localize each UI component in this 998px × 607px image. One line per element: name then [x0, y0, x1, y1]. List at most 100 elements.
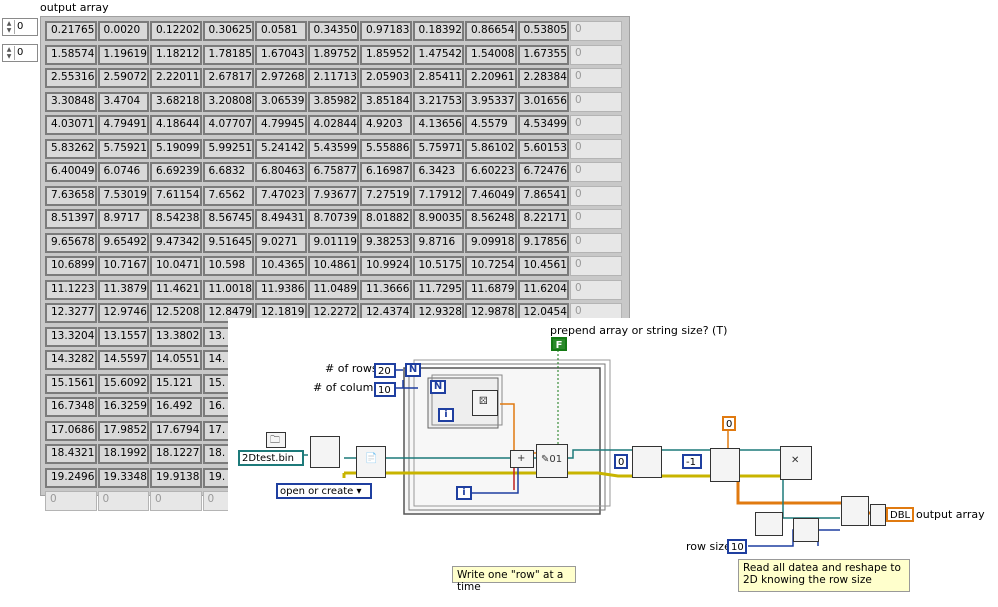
file-constant-icon[interactable]: 🗀	[266, 432, 286, 448]
neg-one-constant[interactable]: -1	[682, 454, 702, 469]
reshape-array-icon[interactable]	[841, 496, 869, 526]
array-cell[interactable]: 4.07707	[202, 115, 254, 135]
array-cell[interactable]: 0.34350	[307, 21, 359, 41]
array-cell[interactable]: 11.3879	[97, 279, 149, 300]
array-cell[interactable]: 5.19099	[150, 138, 202, 159]
array-cell[interactable]: 9.17856	[517, 232, 569, 253]
array-size-icon[interactable]	[755, 512, 783, 536]
array-cell[interactable]: 0.86654	[465, 21, 517, 41]
array-cell[interactable]: 11.9386	[255, 279, 307, 300]
array-cell[interactable]: 8.22171	[517, 209, 569, 229]
array-cell[interactable]: 8.54238	[150, 209, 202, 229]
array-empty-cell[interactable]: 0	[570, 138, 622, 159]
array-cell[interactable]: 3.06539	[255, 91, 307, 112]
array-cell[interactable]: 7.61154	[150, 185, 202, 206]
add-function-icon[interactable]: +	[510, 450, 534, 468]
array-cell[interactable]: 10.4861	[307, 256, 359, 276]
zero-constant[interactable]: 0	[614, 454, 628, 469]
array-cell[interactable]: 19.9138	[150, 467, 202, 488]
array-cell[interactable]: 4.9203	[360, 115, 412, 135]
row-index-control[interactable]: ▲▼ 0	[2, 18, 38, 36]
array-cell[interactable]: 11.0018	[202, 279, 254, 300]
array-cell[interactable]: 6.75877	[307, 162, 359, 182]
array-empty-cell[interactable]: 0	[570, 44, 622, 65]
array-empty-cell[interactable]: 0	[570, 185, 622, 206]
array-cell[interactable]: 3.30848	[45, 91, 97, 112]
dbl-indicator[interactable]: DBL	[886, 507, 914, 522]
array-cell[interactable]: 4.53499	[517, 115, 569, 135]
array-cell[interactable]: 9.51645	[202, 232, 254, 253]
array-cell[interactable]: 9.09918	[465, 232, 517, 253]
array-cell[interactable]: 0.21765	[45, 21, 97, 41]
array-cell[interactable]: 11.1223	[45, 279, 97, 300]
array-cell[interactable]: 17.0686	[45, 420, 97, 441]
array-cell[interactable]: 9.38253	[360, 232, 412, 253]
array-cell[interactable]: 4.13656	[412, 115, 464, 135]
close-file-icon[interactable]: ✕	[780, 446, 812, 480]
rows-constant[interactable]: 20	[374, 363, 396, 378]
array-cell[interactable]: 12.5208	[150, 303, 202, 323]
array-cell[interactable]: 1.89752	[307, 44, 359, 65]
array-cell[interactable]: 5.60153	[517, 138, 569, 159]
array-cell[interactable]: 5.75921	[97, 138, 149, 159]
array-cell[interactable]: 9.8716	[412, 232, 464, 253]
array-cell[interactable]: 0.0020	[97, 21, 149, 41]
array-cell[interactable]: 0.97183	[360, 21, 412, 41]
array-cell[interactable]: 15.1561	[45, 373, 97, 394]
array-cell[interactable]: 8.56745	[202, 209, 254, 229]
array-cell[interactable]: 9.47342	[150, 232, 202, 253]
array-cell[interactable]: 12.3277	[45, 303, 97, 323]
array-cell[interactable]: 3.4704	[97, 91, 149, 112]
array-cell[interactable]: 7.27519	[360, 185, 412, 206]
array-cell[interactable]: 0.53805	[517, 21, 569, 41]
array-cell[interactable]: 11.7295	[412, 279, 464, 300]
array-cell[interactable]: 1.47542	[412, 44, 464, 65]
spinner-icon[interactable]: ▲▼	[4, 46, 15, 60]
array-cell[interactable]: 3.68218	[150, 91, 202, 112]
array-empty-cell[interactable]: 0	[150, 491, 202, 511]
array-empty-cell[interactable]: 0	[570, 256, 622, 276]
array-cell[interactable]: 13.3204	[45, 326, 97, 347]
array-cell[interactable]: 1.67043	[255, 44, 307, 65]
random-number-icon[interactable]: ⚄	[472, 390, 498, 416]
build-path-icon[interactable]	[310, 436, 340, 468]
array-cell[interactable]: 0.12202	[150, 21, 202, 41]
array-cell[interactable]: 7.86541	[517, 185, 569, 206]
array-cell[interactable]: 10.0471	[150, 256, 202, 276]
array-cell[interactable]: 1.19619	[97, 44, 149, 65]
open-file-icon[interactable]: 📄	[356, 446, 386, 478]
array-cell[interactable]: 3.21753	[412, 91, 464, 112]
array-cell[interactable]: 10.4561	[517, 256, 569, 276]
array-cell[interactable]: 9.0271	[255, 232, 307, 253]
array-cell[interactable]: 8.49431	[255, 209, 307, 229]
spinner-icon[interactable]: ▲▼	[4, 20, 15, 34]
array-cell[interactable]: 4.79491	[97, 115, 149, 135]
array-cell[interactable]: 8.70739	[307, 209, 359, 229]
array-cell[interactable]: 15.6092	[97, 373, 149, 394]
array-cell[interactable]: 1.78185	[202, 44, 254, 65]
array-cell[interactable]: 16.7348	[45, 397, 97, 417]
array-cell[interactable]: 7.47023	[255, 185, 307, 206]
array-cell[interactable]: 2.11713	[307, 68, 359, 88]
array-cell[interactable]: 6.16987	[360, 162, 412, 182]
array-cell[interactable]: 19.2496	[45, 467, 97, 488]
array-cell[interactable]: 16.3259	[97, 397, 149, 417]
array-cell[interactable]: 10.6899	[45, 256, 97, 276]
array-cell[interactable]: 8.90035	[412, 209, 464, 229]
prepend-constant[interactable]: F	[551, 337, 567, 351]
i-terminal[interactable]: i	[456, 486, 472, 500]
array-cell[interactable]: 6.69239	[150, 162, 202, 182]
row-size-constant[interactable]: 10	[727, 539, 747, 554]
array-cell[interactable]: 14.5597	[97, 350, 149, 370]
array-cell[interactable]: 5.99251	[202, 138, 254, 159]
array-cell[interactable]: 8.51397	[45, 209, 97, 229]
array-cell[interactable]: 7.17912	[412, 185, 464, 206]
array-cell[interactable]: 13.1557	[97, 326, 149, 347]
array-cell[interactable]: 5.83262	[45, 138, 97, 159]
array-cell[interactable]: 0.30625	[202, 21, 254, 41]
array-cell[interactable]: 15.121	[150, 373, 202, 394]
array-cell[interactable]: 9.01119	[307, 232, 359, 253]
array-cell[interactable]: 6.40049	[45, 162, 97, 182]
inner-i-terminal[interactable]: i	[438, 408, 454, 422]
array-cell[interactable]: 17.9852	[97, 420, 149, 441]
